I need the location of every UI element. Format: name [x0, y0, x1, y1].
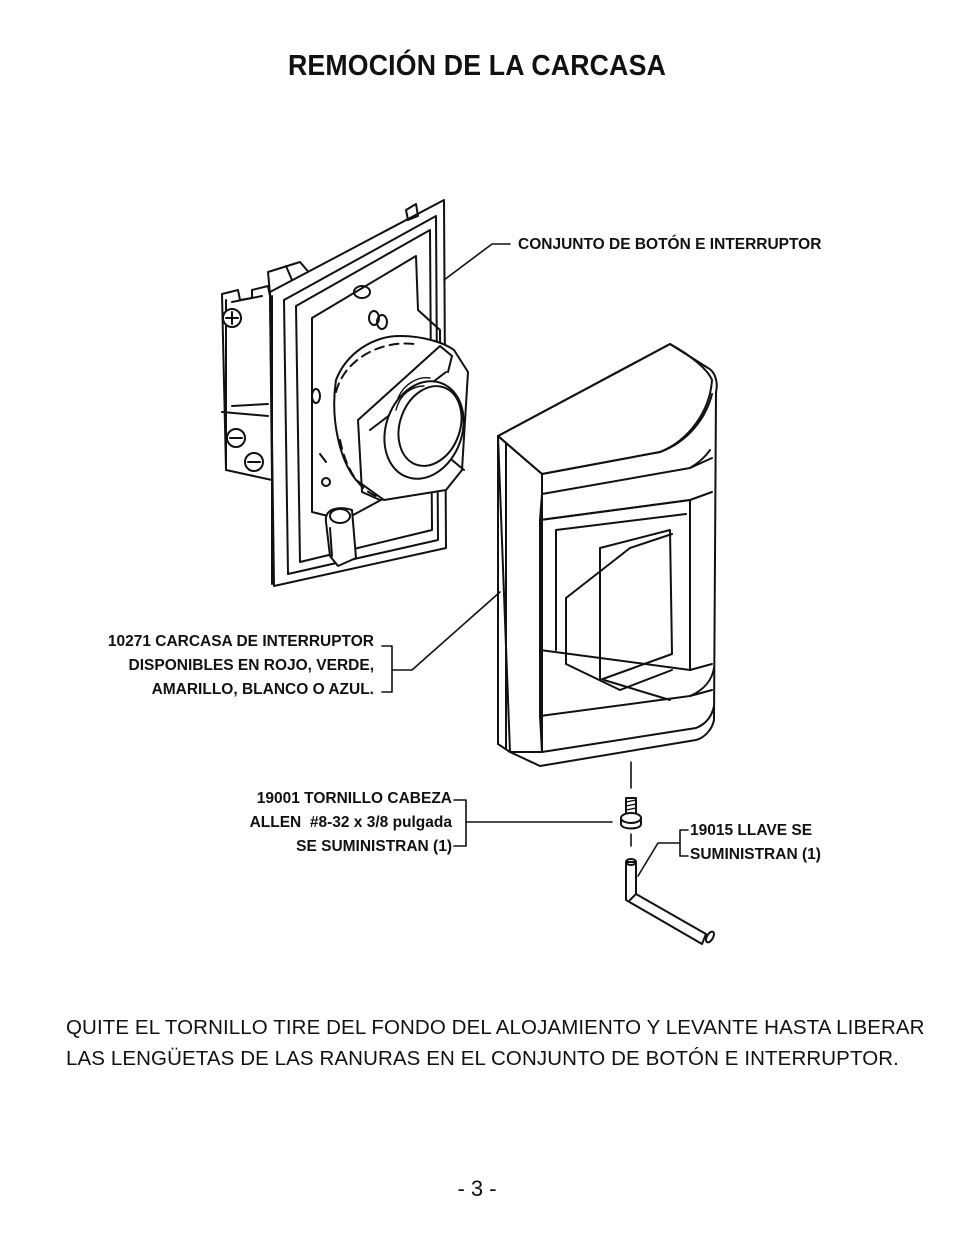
instructions-line: QUITE EL TORNILLO TIRE DEL FONDO DEL ALO…: [66, 1016, 925, 1039]
screw-drawing: [620, 761, 642, 847]
terminal-screw-icon: [222, 308, 264, 472]
leader-lines: [381, 243, 689, 877]
housing-label-line: 10271 CARCASA DE INTERRUPTOR: [107, 633, 374, 650]
wrench-label-line: 19015 LLAVE SE: [690, 822, 813, 839]
instructions-line: LAS LENGÜETAS DE LAS RANURAS EN EL CONJU…: [66, 1047, 899, 1070]
screw-label-line: SE SUMINISTRAN (1): [296, 838, 452, 855]
screw-label-line: 19001 TORNILLO CABEZA: [256, 790, 452, 807]
screw-label-line: ALLEN #8-32 x 3/8 pulgada: [249, 814, 452, 831]
housing-label: 10271 CARCASA DE INTERRUPTOR DISPONIBLES…: [60, 630, 374, 702]
switch-assembly-drawing: [221, 199, 469, 587]
wrench-label-line: SUMINISTRAN (1): [690, 846, 821, 863]
housing-label-line: DISPONIBLES EN ROJO, VERDE,: [128, 657, 374, 674]
allen-wrench-drawing: [625, 858, 715, 945]
housing-label-line: AMARILLO, BLANCO O AZUL.: [151, 681, 374, 698]
page-title: REMOCIÓN DE LA CARCASA: [287, 50, 667, 82]
housing-drawing: [497, 343, 718, 767]
page-number: - 3 -: [457, 1176, 497, 1201]
switch-assembly-label: CONJUNTO DE BOTÓN E INTERRUPTOR: [518, 236, 822, 253]
instructions: QUITE EL TORNILLO TIRE DEL FONDO DEL ALO…: [66, 1012, 925, 1074]
screw-label: 19001 TORNILLO CABEZA ALLEN #8-32 x 3/8 …: [140, 787, 452, 859]
wrench-label: 19015 LLAVE SE SUMINISTRAN (1): [690, 819, 821, 867]
